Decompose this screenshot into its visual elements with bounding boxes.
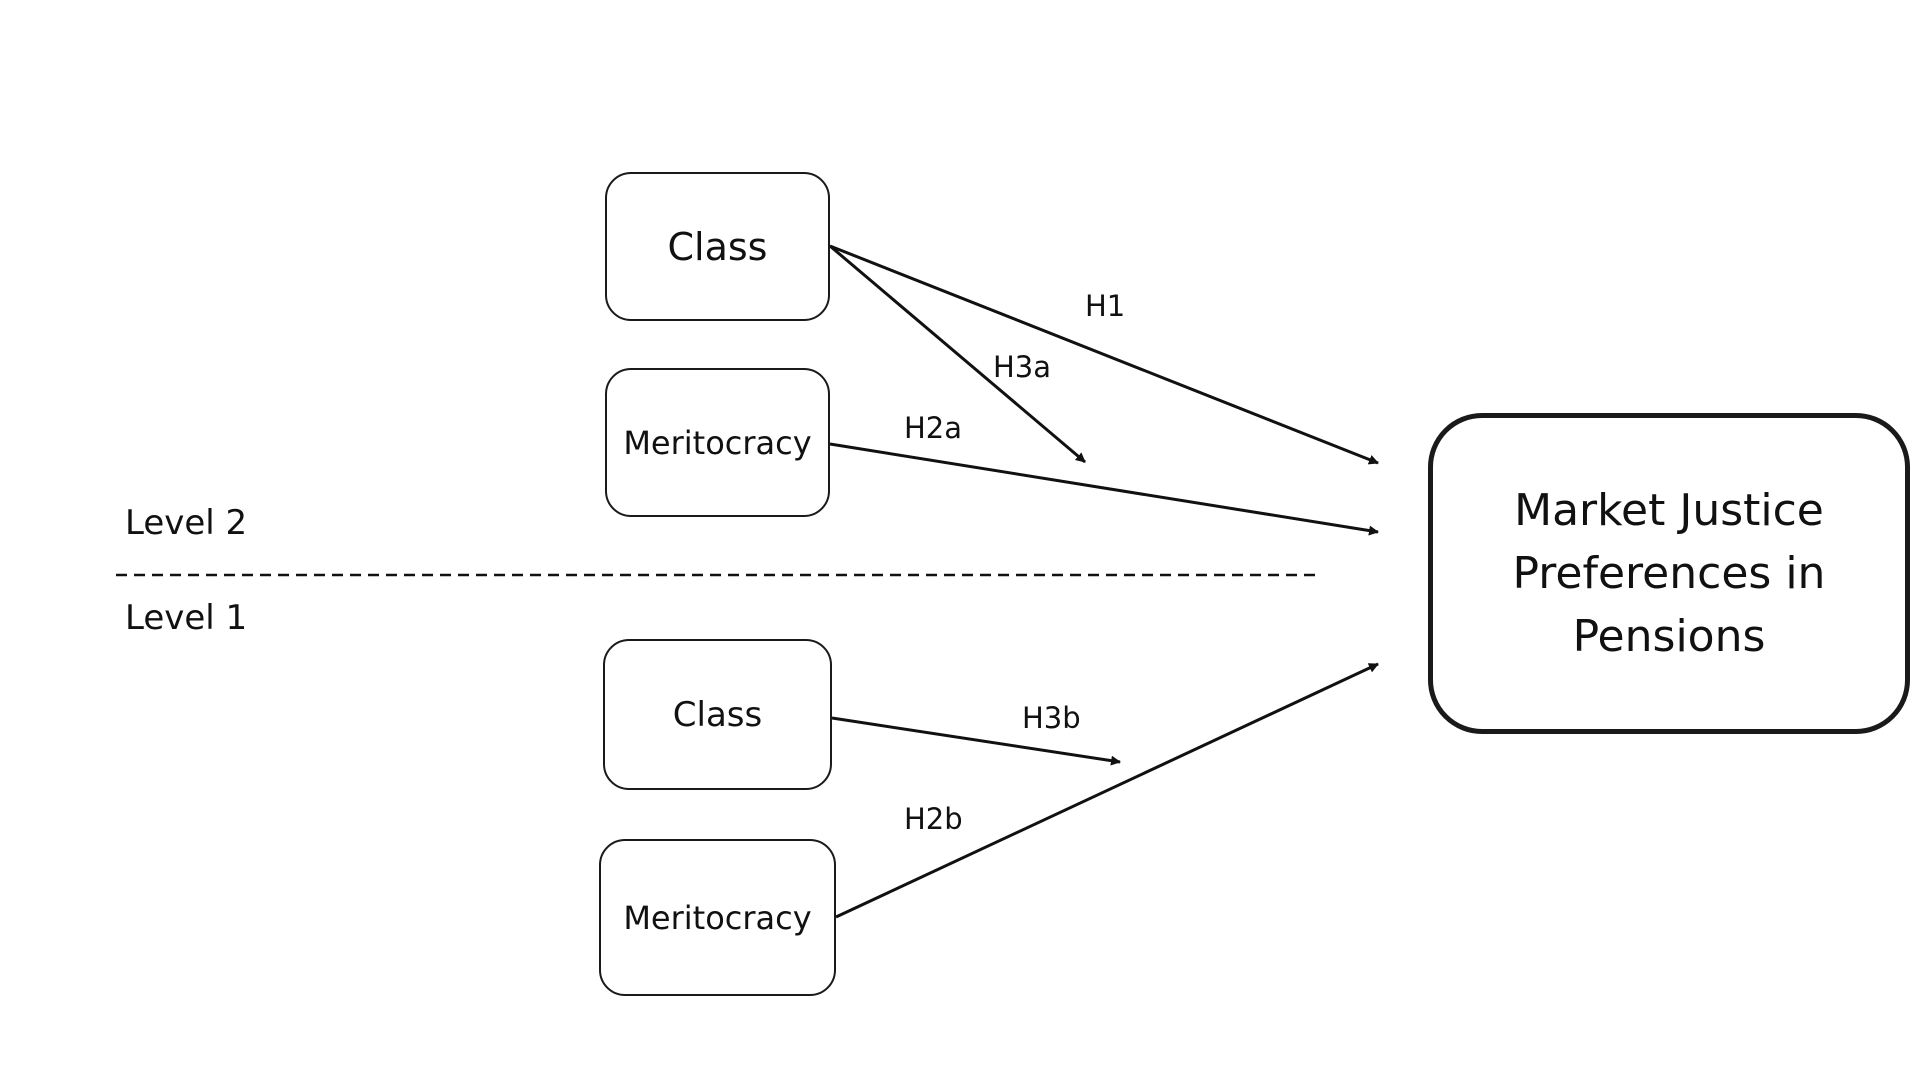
hypothesis-h2a-label: H2a (904, 411, 963, 445)
class-level1-label: Class (672, 694, 763, 735)
level-2-label: Level 2 (125, 503, 248, 543)
hypothesis-h2b-label: H2b (904, 802, 963, 836)
arrow-h3a (829, 244, 1086, 464)
meritocracy-level1-label: Meritocracy (623, 898, 812, 937)
level-1-label: Level 1 (125, 598, 248, 638)
class-level1-node: Class (603, 639, 832, 790)
arrow-h2b (835, 662, 1379, 919)
arrow-h2a (829, 442, 1379, 536)
arrow-h3b (831, 716, 1121, 766)
meritocracy-level1-node: Meritocracy (599, 839, 836, 996)
outcome-node: Market Justice Preferences in Pensions (1428, 413, 1910, 734)
outcome-label: Market Justice Preferences in Pensions (1512, 485, 1826, 662)
class-level2-label: Class (667, 224, 768, 269)
hypothesis-h3b-label: H3b (1022, 701, 1081, 735)
meritocracy-level2-label: Meritocracy (623, 423, 812, 462)
class-level2-node: Class (605, 172, 830, 321)
hypothesis-h3a-label: H3a (993, 350, 1052, 384)
meritocracy-level2-node: Meritocracy (605, 368, 830, 517)
arrow-h1 (829, 244, 1379, 465)
hypothesis-h1-label: H1 (1085, 289, 1126, 323)
